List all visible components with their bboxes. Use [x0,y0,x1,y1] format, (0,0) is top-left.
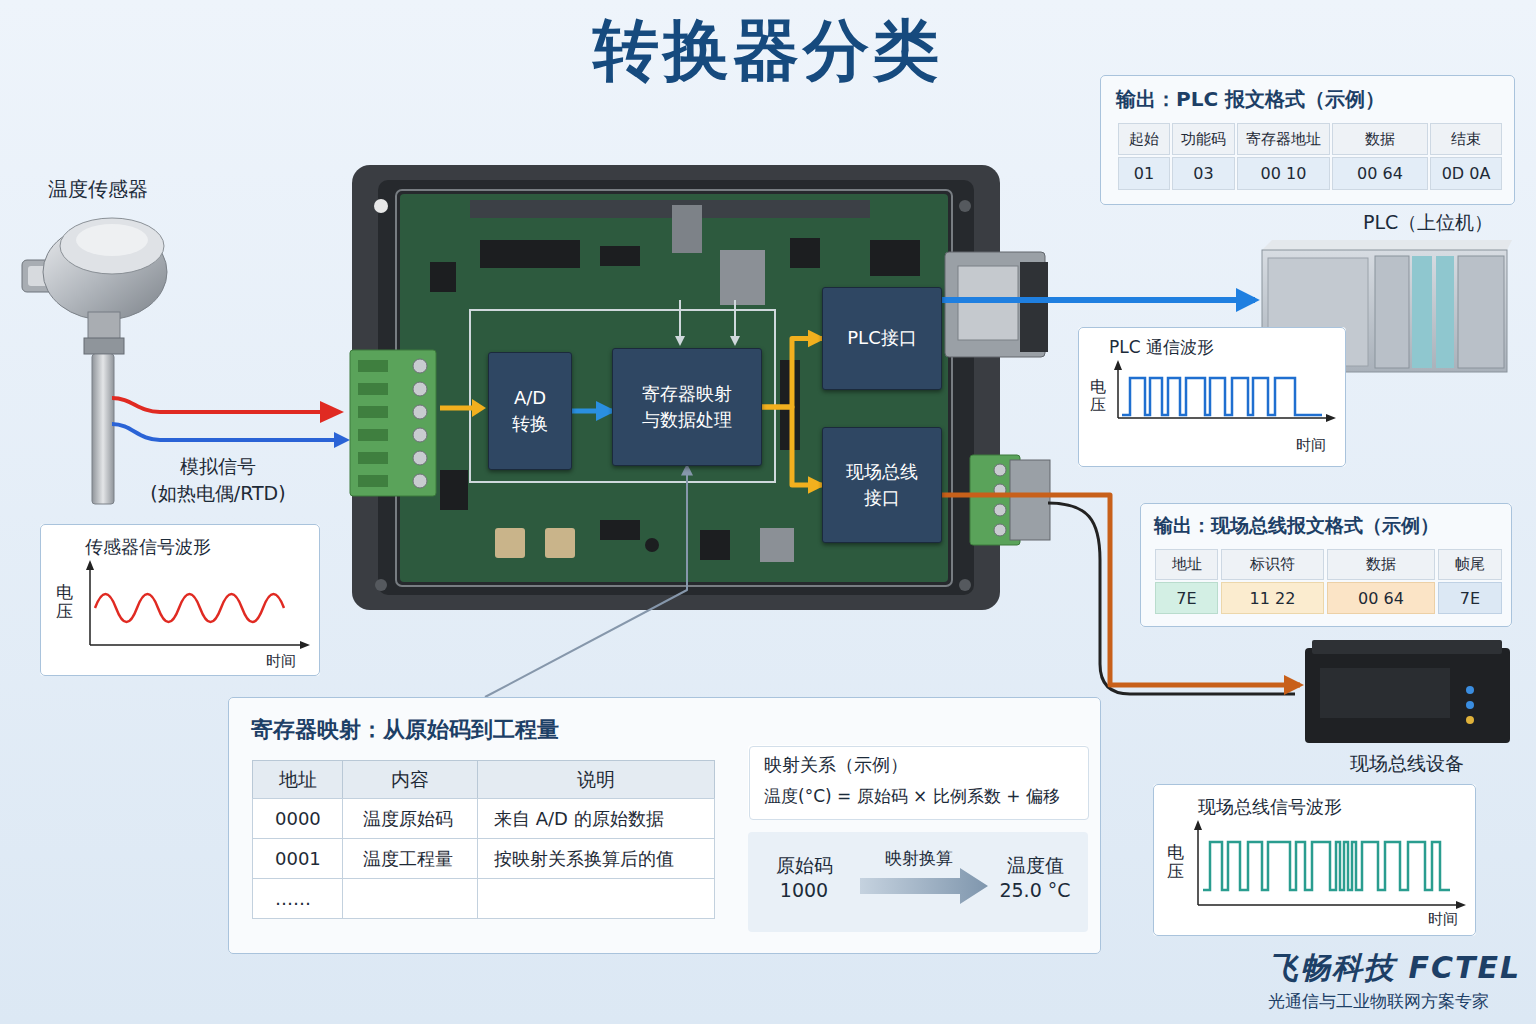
table-cell: 11 22 [1221,582,1324,614]
fieldbus-terminal [970,455,1050,545]
axis-label: 时间 [1296,436,1326,455]
node-heading: 寄存器映射：从原始码到工程量 [251,716,559,745]
ethernet-connector [945,252,1048,357]
node-text: 温度(°C) = 原始码 × 比例系数 + 偏移 [764,785,1060,807]
sensor-wires [112,398,350,448]
table-cell: 00 64 [1327,582,1435,614]
box-ground [228,697,1101,954]
axis-label: 电压 [56,583,73,620]
fieldbus-waveform [1194,820,1466,909]
node-heading: PLC（上位机） [1363,210,1493,235]
table-cell [477,878,715,919]
table-header: 内容 [342,760,478,799]
node-heading: 原始码 1000 [763,853,845,902]
node-label: PLC接口 [847,325,916,351]
table-cell: 01 [1118,157,1170,190]
signal-label: 模拟信号 (如热电偶/RTD) [128,453,308,506]
brand-slogan: 光通信与工业物联网方案专家 [1268,990,1489,1013]
table-cell: 结束 [1430,123,1502,155]
axis-label: 时间 [1428,910,1458,929]
connector-arrow [485,466,687,697]
table-cell: 按映射关系换算后的值 [477,838,715,879]
input-terminal-block [350,350,436,496]
process-block: A/D 转换 [488,352,572,470]
sensor-device: 温度传感器 [30,172,190,512]
interface-block: 现场总线 接口 [822,427,942,543]
node-heading: 输出：现场总线报文格式（示例） [1154,513,1439,538]
process-block: 寄存器映射 与数据处理 [612,348,762,466]
table-cell: 温度工程量 [342,838,478,879]
node-heading: 映射关系（示例） [764,753,908,776]
diagram-title: 转换器分类 [0,6,1536,96]
box-ground [1140,503,1512,627]
box-ground [748,745,1088,819]
node-label: A/D 转换 [497,385,563,437]
interface-block: PLC接口 [822,287,942,390]
table-cell: 7E [1155,582,1218,614]
fieldbus-device: 现场总线设备 [1300,635,1515,780]
table-cell: 寄存器地址 [1237,123,1330,155]
table-cell: 标识符 [1221,549,1324,580]
node-heading: 输出：PLC 报文格式（示例） [1116,86,1385,112]
table-cell: 地址 [1155,549,1218,580]
converter-housing [352,165,1000,610]
table-cell: 数据 [1327,549,1435,580]
table-cell: …… [252,878,343,919]
box-ground [40,524,320,676]
mapping-arrow [860,868,988,904]
table-cell: 00 64 [1332,157,1428,190]
node-heading: 现场总线信号波形 [1198,795,1342,818]
box-ground [1153,784,1476,936]
node-text: 温度值 25.0 °C [989,853,1081,902]
table-cell: 0000 [252,798,343,839]
plc-device: PLC（上位机） [1255,210,1515,375]
connector-arrow [942,297,1255,303]
fieldbus-device [1305,640,1510,743]
table-cell: 来自 A/D 的原始数据 [477,798,715,839]
formula-box: 映射关系（示例） 温度(°C) = 原始码 × 比例系数 + 偏移 [749,746,1089,820]
table-cell: 00 10 [1237,157,1330,190]
axis-label: 电压 [1167,843,1184,880]
connector-arrow [572,409,612,414]
waveform-panel: 现场总线信号波形 [1153,784,1476,936]
box-ground [748,832,1088,932]
node-heading: 现场总线设备 [1350,751,1464,776]
table-header: 地址 [252,760,343,799]
temperature-sensor [22,218,167,504]
axis-label: 电压 [1090,378,1106,413]
table-cell: 帧尾 [1438,549,1502,580]
node-heading: 温度传感器 [48,176,148,202]
table-cell: 温度原始码 [342,798,478,839]
node-heading: 传感器信号波形 [85,535,211,558]
conversion-example: 原始码 1000 映射换算温度值 25.0 °C [749,833,1089,933]
box-ground [1100,75,1515,205]
table-cell: 功能码 [1172,123,1235,155]
node-heading: PLC 通信波形 [1109,336,1214,358]
table-cell [342,878,478,919]
table-cell: 0001 [252,838,343,879]
table-cell: 7E [1438,582,1502,614]
plc-waveform [1114,360,1336,422]
table-cell: 03 [1172,157,1235,190]
table-cell: 起始 [1118,123,1170,155]
node-label: 现场总线 接口 [831,459,933,511]
connector-arrow [762,339,822,408]
table-cell: 0D 0A [1430,157,1502,190]
table-header: 说明 [477,760,715,799]
box-ground [1078,327,1346,467]
sensor-waveform [86,560,310,649]
node-text: 映射换算 [869,847,969,869]
brand-name: 飞畅科技 FCTEL [1268,948,1521,989]
internal-arrow [440,399,486,417]
connector-arrow [762,407,822,485]
table-cell: 数据 [1332,123,1428,155]
node-label: 寄存器映射 与数据处理 [621,381,753,433]
axis-label: 时间 [266,652,296,671]
